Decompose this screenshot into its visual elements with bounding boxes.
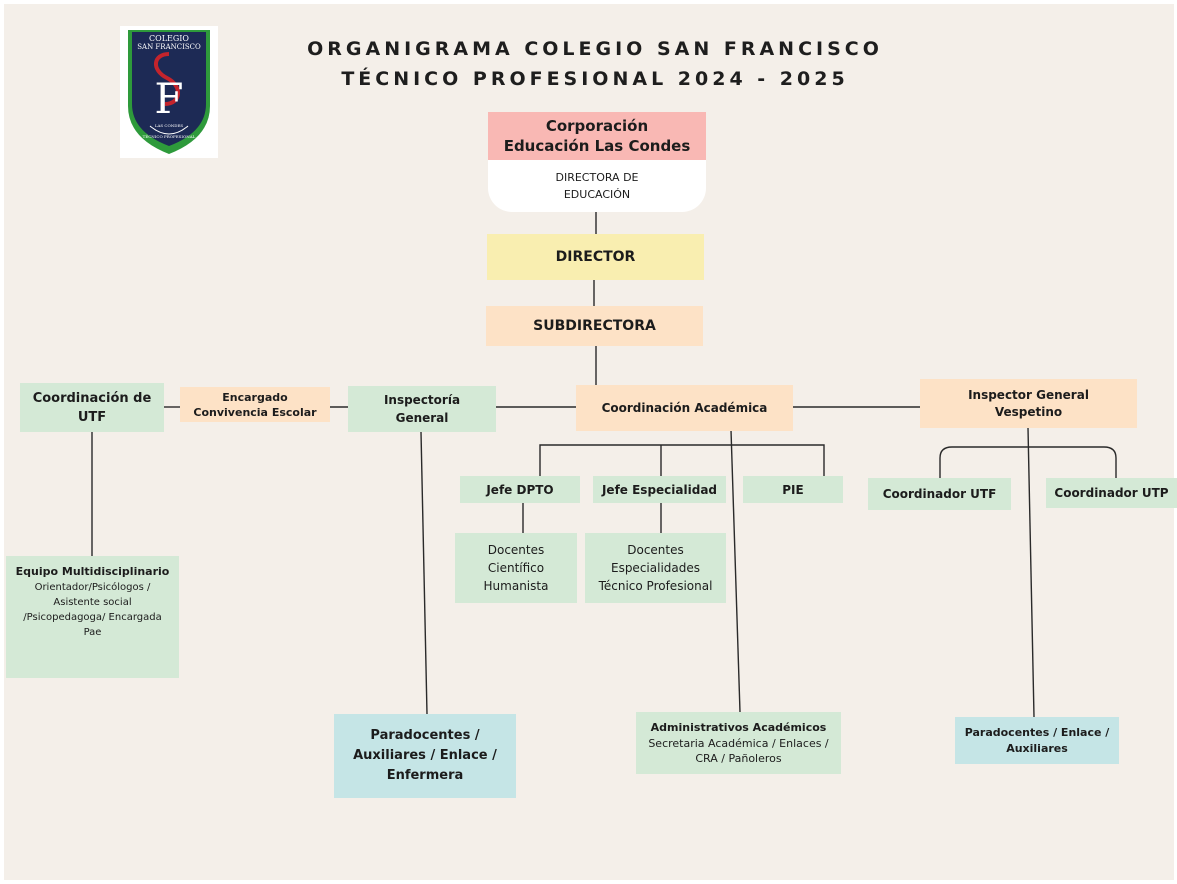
logo-line-1: COLEGIO — [149, 34, 189, 43]
paradocentes-2-box: Paradocentes / Enlace / Auxiliares — [955, 717, 1119, 764]
inspector-vespetino-box: Inspector General Vespetino — [920, 379, 1137, 428]
jefe-dpto-box: Jefe DPTO — [460, 476, 580, 503]
chart-title-line-1: ORGANIGRAMA COLEGIO SAN FRANCISCO — [307, 38, 883, 60]
encargado-convivencia-box: Encargado Convivencia Escolar — [180, 387, 330, 422]
coord-academica-box: Coordinación Académica — [576, 385, 793, 431]
corporacion-title: Corporación Educación Las Condes — [488, 112, 706, 160]
shield-icon — [128, 30, 210, 154]
logo-bottom-text: TÉCNICO PROFESIONAL — [142, 134, 196, 139]
logo-initial-f: F — [154, 74, 184, 123]
equipo-multidisciplinario-box: Equipo Multidisciplinario Orientador/Psi… — [6, 556, 179, 678]
coord-utf-box: Coordinación de UTF — [20, 383, 164, 432]
coordinador-utp-box: Coordinador UTP — [1046, 478, 1177, 508]
administrativos-title: Administrativos Académicos — [650, 721, 827, 734]
docentes-esp-box: Docentes Especialidades Técnico Profesio… — [585, 533, 726, 603]
equipo-subtitle: Orientador/Psicólogos / Asistente social… — [23, 582, 162, 638]
subdirectora-box: SUBDIRECTORA — [486, 306, 703, 346]
director-box: DIRECTOR — [487, 234, 704, 280]
chart-title-line-2: TÉCNICO PROFESIONAL 2024 - 2025 — [341, 68, 849, 90]
corporacion-box: Corporación Educación Las Condes DIRECTO… — [488, 112, 706, 212]
logo-arc-text: LAS CONDES — [154, 123, 184, 128]
jefe-especialidad-box: Jefe Especialidad — [593, 476, 726, 503]
corporacion-subtitle: DIRECTORA DE EDUCACIÓN — [555, 171, 639, 201]
paradocentes-1-box: Paradocentes / Auxiliares / Enlace / Enf… — [334, 714, 516, 798]
inspectoria-general-box: Inspectoría General — [348, 386, 496, 432]
administrativos-subtitle: Secretaria Académica / Enlaces / CRA / P… — [648, 737, 829, 765]
school-logo: COLEGIO SAN FRANCISCO F S LAS CONDES TÉC… — [120, 26, 218, 158]
administrativos-box: Administrativos Académicos Secretaria Ac… — [636, 712, 841, 774]
docentes-ch-box: Docentes Científico Humanista — [455, 533, 577, 603]
equipo-title: Equipo Multidisciplinario — [15, 565, 170, 578]
coordinador-utf-box: Coordinador UTF — [868, 478, 1011, 510]
pie-box: PIE — [743, 476, 843, 503]
logo-line-2: SAN FRANCISCO — [137, 43, 201, 51]
